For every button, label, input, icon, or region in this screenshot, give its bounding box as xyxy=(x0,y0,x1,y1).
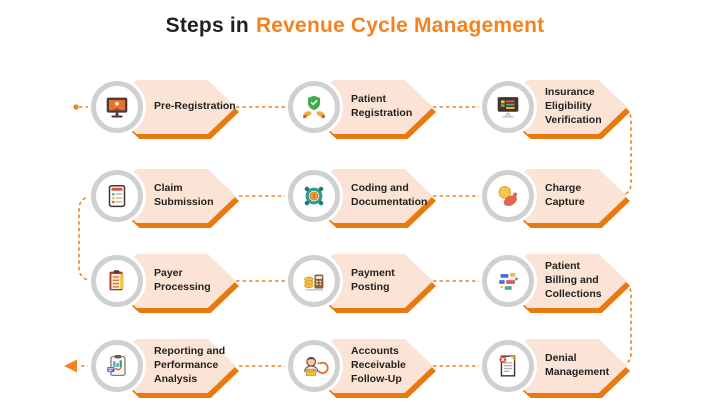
cash-calculator-icon xyxy=(304,274,324,291)
checklist-clipboard-icon xyxy=(109,270,124,291)
step-icon-badge xyxy=(288,340,340,392)
step-node: Insurance Eligibility Verification xyxy=(482,75,672,139)
report-clipboard-icon xyxy=(107,354,126,377)
step-node: Accounts Receivable Follow-Up xyxy=(288,334,478,398)
step-node: Claim Submission xyxy=(91,164,281,228)
step-icon-badge xyxy=(91,81,143,133)
step-node: Payment Posting xyxy=(288,249,478,313)
claim-form-icon xyxy=(108,184,126,208)
step-label: Patient Registration xyxy=(351,93,413,119)
step-node: Patient Billing and Collections xyxy=(482,249,672,313)
step-icon-badge xyxy=(482,340,534,392)
pre-registration-monitor-icon xyxy=(106,97,128,118)
step-icon-badge xyxy=(91,340,143,392)
flow-start-dot xyxy=(73,104,79,110)
step-label: Claim Submission xyxy=(154,182,214,208)
step-label: Insurance Eligibility Verification xyxy=(545,86,602,126)
flow-end-arrow-icon xyxy=(64,359,77,373)
verification-monitor-icon xyxy=(497,97,519,118)
step-label: Payer Processing xyxy=(154,267,211,293)
step-label: Pre-Registration xyxy=(154,100,236,113)
step-icon-badge xyxy=(91,170,143,222)
step-icon-badge xyxy=(288,255,340,307)
title-prefix: Steps in xyxy=(165,14,249,37)
connector-right-2 xyxy=(619,280,632,367)
step-node: Reporting and Performance Analysis xyxy=(91,334,281,398)
billing-blocks-icon xyxy=(499,273,518,290)
title-highlight: Revenue Cycle Management xyxy=(255,14,545,37)
step-label: Payment Posting xyxy=(351,267,395,293)
page-title: Steps in Revenue Cycle Management xyxy=(0,14,710,38)
step-label: Coding and Documentation xyxy=(351,182,428,208)
step-node: Patient Registration xyxy=(288,75,478,139)
hands-shield-icon xyxy=(303,95,325,119)
connector-left-1 xyxy=(78,195,93,282)
step-icon-badge xyxy=(482,170,534,222)
connector-right-1 xyxy=(619,106,632,197)
step-icon-badge xyxy=(482,81,534,133)
step-node: Charge Capture xyxy=(482,164,672,228)
step-icon-badge xyxy=(288,170,340,222)
step-node: Payer Processing xyxy=(91,249,281,313)
step-node: Denial Management xyxy=(482,334,672,398)
step-node: Coding and Documentation xyxy=(288,164,478,228)
step-label: Patient Billing and Collections xyxy=(545,260,602,300)
gear-coin-icon xyxy=(304,186,324,206)
step-label: Charge Capture xyxy=(545,182,585,208)
step-label: Reporting and Performance Analysis xyxy=(154,345,226,385)
step-label: Accounts Receivable Follow-Up xyxy=(351,345,406,385)
denied-document-icon xyxy=(499,355,516,377)
hand-coin-icon xyxy=(498,185,518,206)
step-icon-badge xyxy=(288,81,340,133)
step-icon-badge xyxy=(91,255,143,307)
person-envelope-arrow-icon xyxy=(304,356,329,376)
step-node: Pre-Registration xyxy=(91,75,281,139)
step-icon-badge xyxy=(482,255,534,307)
step-label: Denial Management xyxy=(545,352,610,378)
